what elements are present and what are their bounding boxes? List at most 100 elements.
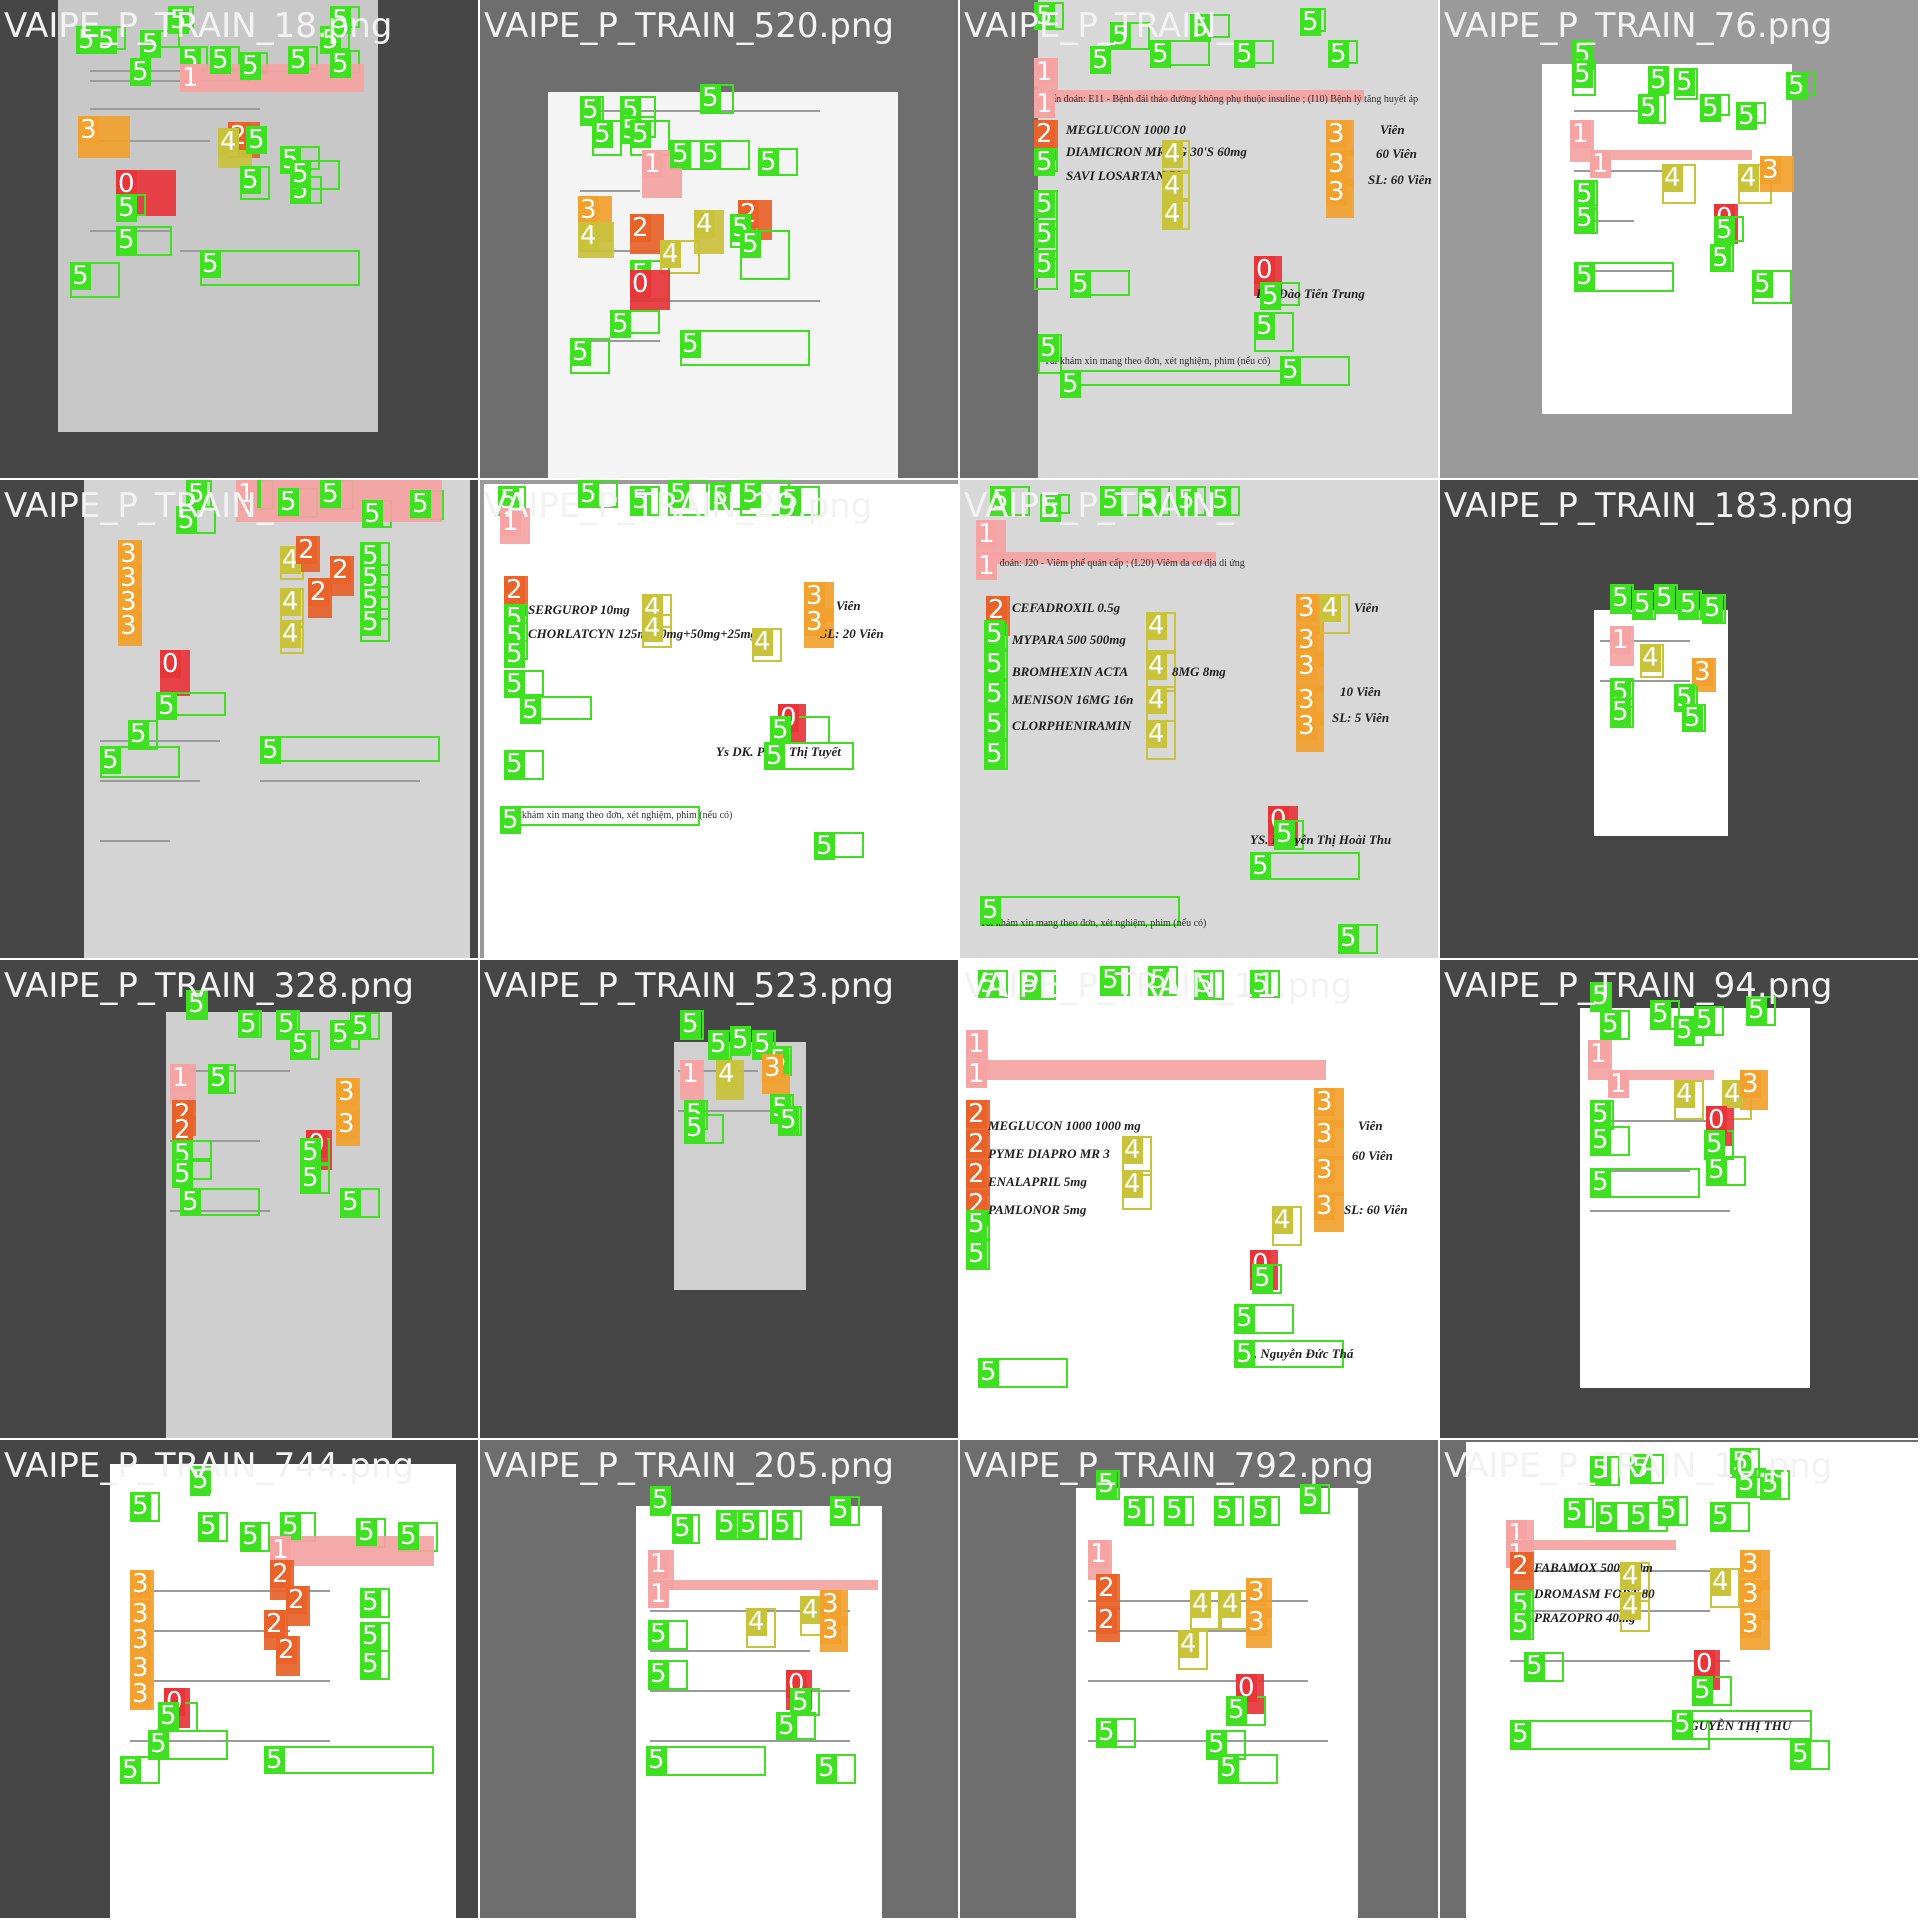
bbox-class-label: 5 <box>1610 583 1631 613</box>
bbox-class-label: 5 <box>1218 1753 1239 1783</box>
bbox-class-label: 4 <box>280 619 301 649</box>
bbox-class-label: 5 <box>830 1495 851 1525</box>
bbox-class-1 <box>270 1536 434 1566</box>
bbox-class-label: 5 <box>1300 1483 1321 1513</box>
bbox-class-label: 0 <box>1236 1673 1257 1703</box>
bbox-class-label: 4 <box>746 1607 767 1637</box>
bbox-class-label: 5 <box>246 125 267 155</box>
medication-text: 0mg+50mg+25mg <box>660 626 758 641</box>
bbox-class-label: 3 <box>1760 155 1781 185</box>
bbox-class-label: 5 <box>350 1011 371 1041</box>
bbox-class-label: 5 <box>740 229 761 259</box>
bbox-class-label: 5 <box>1692 1675 1713 1705</box>
document-note: Chẩn đoán: J20 - Viêm phế quản cấp ; (L2… <box>976 558 1245 569</box>
bbox-class-label: 5 <box>172 1159 193 1189</box>
bbox-class-label: 5 <box>1746 995 1767 1025</box>
bbox-class-label: 5 <box>758 147 779 177</box>
bbox-class-label: 5 <box>1110 21 1131 51</box>
bbox-class-label: 3 <box>578 195 599 225</box>
bbox-class-label: 5 <box>498 485 519 515</box>
document-text-line <box>650 1650 810 1652</box>
bbox-class-label: 5 <box>1090 45 1111 75</box>
document-text-line <box>650 1740 850 1742</box>
bbox-class-label: 5 <box>1630 1453 1651 1483</box>
document-text-line <box>130 1590 330 1592</box>
bbox-class-label: 5 <box>1654 583 1675 613</box>
bbox-class-label: 2 <box>172 1115 193 1145</box>
bbox-class-label: 5 <box>776 1711 797 1741</box>
bbox-class-label: 3 <box>336 1109 357 1139</box>
document-text-line <box>170 1070 290 1072</box>
bbox-class-label: 5 <box>1760 1469 1781 1499</box>
bbox-class-label: 5 <box>1590 981 1611 1011</box>
bbox-class-label: 5 <box>1736 1467 1757 1497</box>
bbox-class-label: 4 <box>1640 643 1661 673</box>
bbox-class-label: 5 <box>1250 969 1271 999</box>
medication-text: MEGLUCON 1000 1000 mg <box>988 1118 1141 1133</box>
bbox-class-label: 3 <box>130 1625 151 1655</box>
bbox-class-label: 5 <box>1034 219 1055 249</box>
bbox-class-label: 5 <box>398 1521 419 1551</box>
bbox-class-label: 4 <box>694 209 715 239</box>
grid-tile: 55555555513424245550555VAIPE_P_TRAIN_520… <box>480 0 958 478</box>
bbox-class-label: 5 <box>1590 1167 1611 1197</box>
bbox-class-label: 5 <box>1674 1015 1695 1045</box>
bbox-class-label: 1 <box>236 480 257 509</box>
bbox-class-label: 2 <box>1096 1605 1117 1635</box>
tile-filename: VAIPE_P_TRAIN_792.png <box>964 1446 1375 1486</box>
bbox-class-label: 5 <box>280 1511 301 1541</box>
bbox-class-label: 4 <box>1738 163 1759 193</box>
document-text-line <box>1574 220 1634 222</box>
bbox-class-label: 5 <box>1100 965 1121 995</box>
bbox-class-label: 5 <box>210 45 231 75</box>
bbox-class-label: 3 <box>118 611 139 641</box>
bbox-class-label: 3 <box>1296 593 1317 623</box>
bbox-class-5 <box>1060 370 1300 386</box>
bbox-class-label: 5 <box>1590 1455 1611 1485</box>
bbox-class-label: 5 <box>320 480 341 509</box>
bbox-class-label: 5 <box>1020 969 1041 999</box>
bbox-class-label: 4 <box>1178 1629 1199 1659</box>
bbox-class-label: 2 <box>308 577 329 607</box>
bbox-class-label: 5 <box>1280 355 1301 385</box>
bbox-class-label: 4 <box>1146 685 1167 715</box>
bbox-class-label: 5 <box>1060 369 1081 399</box>
bbox-class-label: 5 <box>738 1509 759 1539</box>
bbox-class-label: 5 <box>610 309 631 339</box>
bbox-class-label: 2 <box>966 1099 987 1129</box>
bbox-class-label: 5 <box>360 1649 381 1679</box>
bbox-class-label: 4 <box>1162 139 1183 169</box>
medication-text: Viên <box>836 598 861 613</box>
grid-tile: 5555555133333222255505555VAIPE_P_TRAIN_7… <box>0 1440 478 1918</box>
document-text-line <box>170 1210 270 1212</box>
bbox-class-label: 5 <box>76 25 97 55</box>
bbox-class-label: 5 <box>1254 311 1275 341</box>
tile-filename: VAIPE_P_TRAIN_183.png <box>1444 486 1855 526</box>
bbox-class-label: 5 <box>300 1163 321 1193</box>
bbox-class-label: 5 <box>360 585 381 615</box>
document-text-line <box>130 1630 290 1632</box>
medication-text: CHORLATCYN 125m <box>528 626 648 641</box>
bbox-class-label: 4 <box>1122 1135 1143 1165</box>
bbox-class-label: 5 <box>1702 593 1723 623</box>
medication-text: SL: 60 Viên <box>1368 172 1432 187</box>
bbox-class-label: 2 <box>966 1129 987 1159</box>
medication-text: Viên <box>1380 122 1405 137</box>
tile-filename: VAIPE_P_TRAIN_76.png <box>1444 6 1833 46</box>
grid-tile: 5555551522553305555VAIPE_P_TRAIN_328.png <box>0 960 478 1438</box>
bbox-class-label: 5 <box>650 1485 671 1515</box>
bbox-class-1 <box>1590 150 1752 160</box>
bbox-class-label: 1 <box>966 1029 987 1059</box>
bbox-class-label: 1 <box>1034 89 1055 119</box>
bbox-class-label: 1 <box>648 1549 669 1579</box>
medication-text: Viên <box>1358 1118 1383 1133</box>
document-text-line <box>1510 1610 1710 1612</box>
bbox-class-label: 5 <box>1252 1263 1273 1293</box>
bbox-class-label: 4 <box>280 545 301 575</box>
bbox-class-label: 3 <box>118 563 139 593</box>
medication-text: BS. Nguyễn Đức Thá <box>1238 1346 1354 1361</box>
bbox-class-label: 5 <box>630 485 651 515</box>
document-text-line <box>580 340 660 342</box>
bbox-class-label: 3 <box>1326 149 1347 179</box>
bbox-class-label: 0 <box>630 269 651 299</box>
